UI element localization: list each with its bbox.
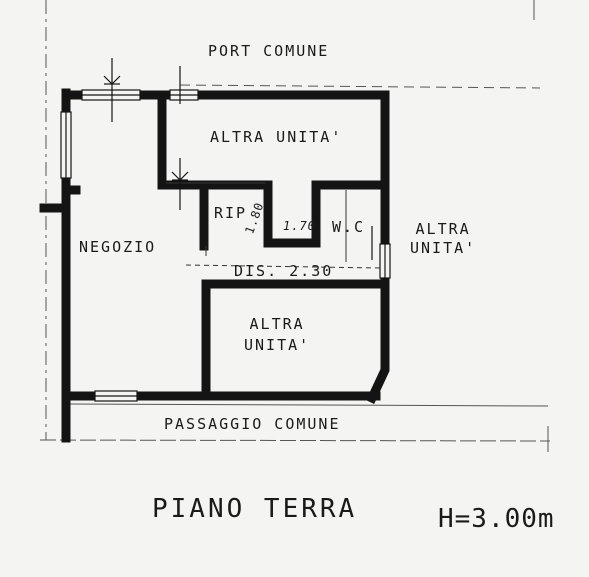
bottom-passage-line-upper [69, 403, 549, 407]
room-label-unit-bottom-line1: ALTRA [249, 315, 305, 333]
room-label-corridor: DIS. 2.30 [234, 262, 334, 280]
ceiling-height: H=3.00m [438, 504, 555, 534]
room-label-wc: W.C [332, 218, 366, 236]
room-label-unit-right-line2: UNITA' [410, 239, 477, 257]
service-core-wall [263, 180, 321, 248]
room-label-unit-right-line1: ALTRA [415, 220, 471, 238]
top-property-line [179, 84, 541, 89]
porch-label: PORT COMUNE [208, 42, 330, 60]
room-label-unit-bottom-line2: UNITA' [244, 336, 311, 354]
floor-name: PIANO TERRA [152, 494, 358, 524]
room-label-shop: NEGOZIO [79, 238, 157, 256]
room-label-unit-bottom: ALTRA UNITA' [244, 317, 310, 353]
passage-label: PASSAGGIO COMUNE [164, 415, 341, 433]
dimension-wc-height: 1.70 [283, 219, 316, 233]
room-label-unit-top: ALTRA UNITA' [210, 128, 343, 146]
room-label-storage: RIP [214, 204, 248, 222]
room-label-unit-right: ALTRA UNITA' [410, 222, 476, 256]
bottom-passage-line-lower [39, 439, 551, 442]
